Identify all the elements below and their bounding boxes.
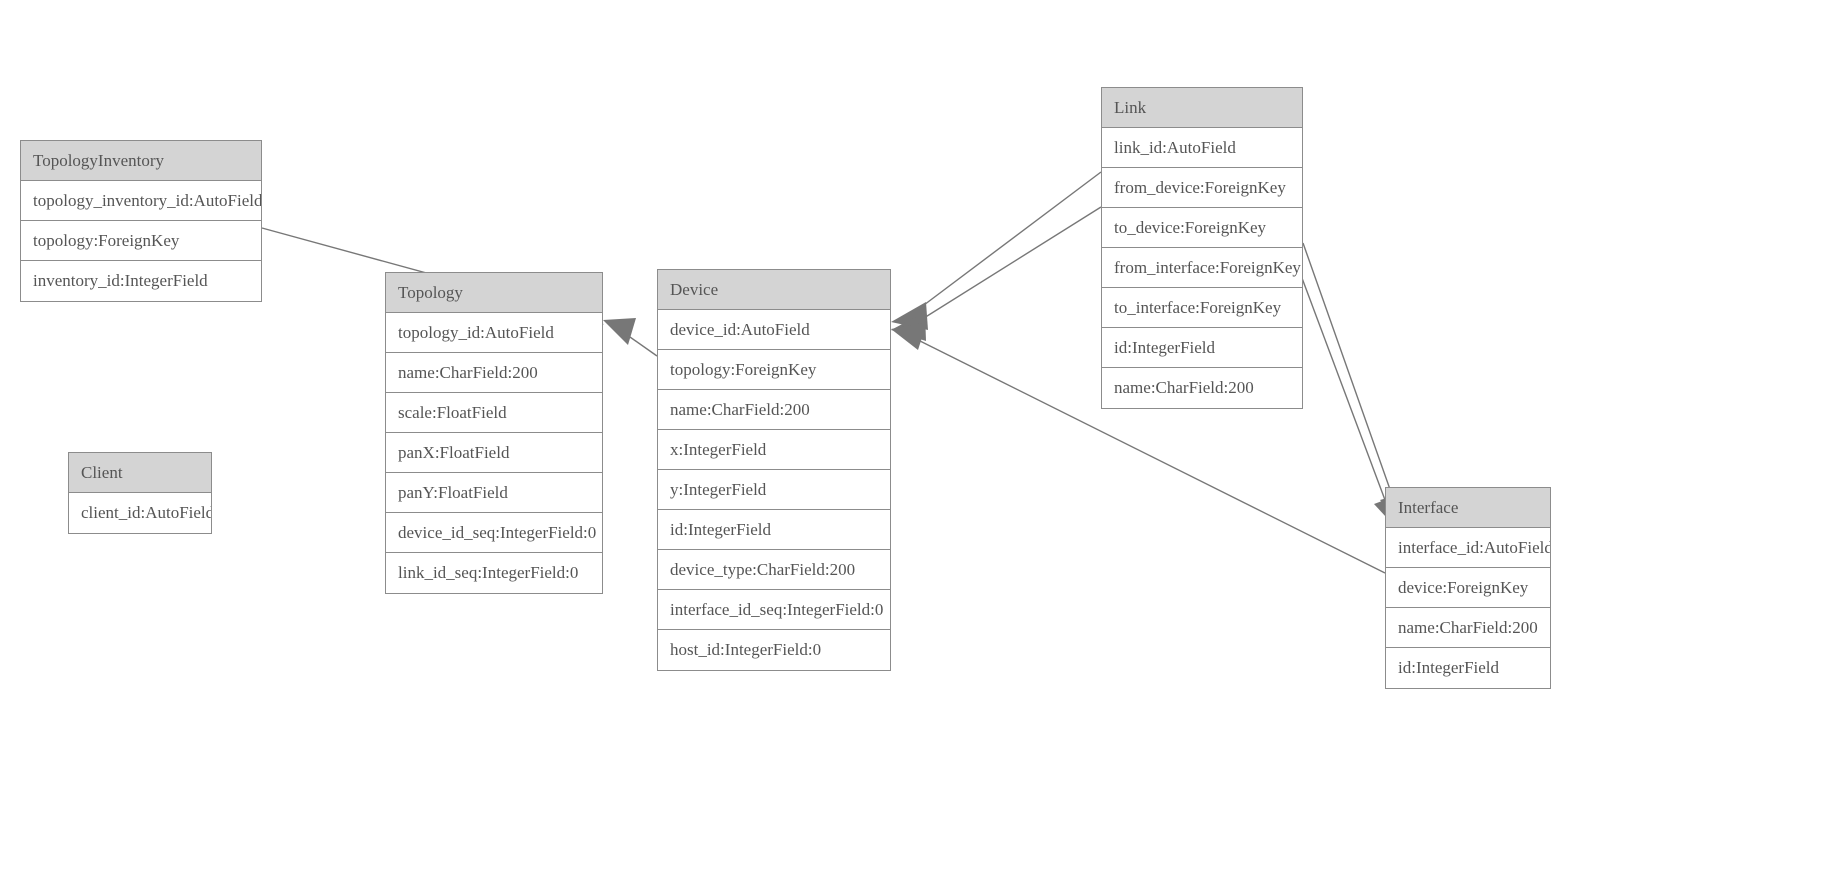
field-topology-scale: scale:FloatField bbox=[386, 393, 602, 433]
field-topology-panx: panX:FloatField bbox=[386, 433, 602, 473]
relationship-device-topology bbox=[603, 318, 658, 357]
field-link-to-device: to_device:ForeignKey bbox=[1102, 208, 1302, 248]
entity-title-topologyinventory: TopologyInventory bbox=[21, 141, 261, 181]
field-link-name: name:CharField:200 bbox=[1102, 368, 1302, 408]
field-topology-link-id-seq: link_id_seq:IntegerField:0 bbox=[386, 553, 602, 593]
field-interface-id: interface_id:AutoField bbox=[1386, 528, 1550, 568]
field-link-id: link_id:AutoField bbox=[1102, 128, 1302, 168]
entity-topologyinventory[interactable]: TopologyInventory topology_inventory_id:… bbox=[20, 140, 262, 302]
relationship-link-todevice-device bbox=[891, 206, 1102, 341]
field-link-pk-id: id:IntegerField bbox=[1102, 328, 1302, 368]
field-device-pk-id: id:IntegerField bbox=[658, 510, 890, 550]
entity-title-interface: Interface bbox=[1386, 488, 1550, 528]
field-topology-inventory-id: topology_inventory_id:AutoField bbox=[21, 181, 261, 221]
field-topology-name: name:CharField:200 bbox=[386, 353, 602, 393]
field-link-from-device: from_device:ForeignKey bbox=[1102, 168, 1302, 208]
field-client-id: client_id:AutoField bbox=[69, 493, 211, 533]
field-device-id: device_id:AutoField bbox=[658, 310, 890, 350]
field-link-to-interface: to_interface:ForeignKey bbox=[1102, 288, 1302, 328]
field-topology-id: topology_id:AutoField bbox=[386, 313, 602, 353]
entity-title-device: Device bbox=[658, 270, 890, 310]
field-topology-fk: topology:ForeignKey bbox=[21, 221, 261, 261]
field-topology-device-id-seq: device_id_seq:IntegerField:0 bbox=[386, 513, 602, 553]
field-topology-pany: panY:FloatField bbox=[386, 473, 602, 513]
field-interface-device-fk: device:ForeignKey bbox=[1386, 568, 1550, 608]
field-inventory-id: inventory_id:IntegerField bbox=[21, 261, 261, 301]
field-device-y: y:IntegerField bbox=[658, 470, 890, 510]
field-interface-name: name:CharField:200 bbox=[1386, 608, 1550, 648]
entity-title-topology: Topology bbox=[386, 273, 602, 313]
entity-client[interactable]: Client client_id:AutoField bbox=[68, 452, 212, 534]
field-device-interface-id-seq: interface_id_seq:IntegerField:0 bbox=[658, 590, 890, 630]
field-device-topology-fk: topology:ForeignKey bbox=[658, 350, 890, 390]
field-device-x: x:IntegerField bbox=[658, 430, 890, 470]
relationship-link-frominterface-interface bbox=[1302, 242, 1408, 528]
field-device-name: name:CharField:200 bbox=[658, 390, 890, 430]
field-device-host-id: host_id:IntegerField:0 bbox=[658, 630, 890, 670]
relationship-link-fromdevice-device bbox=[891, 171, 1102, 330]
field-link-from-interface: from_interface:ForeignKey bbox=[1102, 248, 1302, 288]
entity-title-client: Client bbox=[69, 453, 211, 493]
entity-device[interactable]: Device device_id:AutoField topology:Fore… bbox=[657, 269, 891, 671]
field-interface-pk-id: id:IntegerField bbox=[1386, 648, 1550, 688]
entity-title-link: Link bbox=[1102, 88, 1302, 128]
entity-interface[interactable]: Interface interface_id:AutoField device:… bbox=[1385, 487, 1551, 689]
field-device-type: device_type:CharField:200 bbox=[658, 550, 890, 590]
entity-topology[interactable]: Topology topology_id:AutoField name:Char… bbox=[385, 272, 603, 594]
entity-link[interactable]: Link link_id:AutoField from_device:Forei… bbox=[1101, 87, 1303, 409]
